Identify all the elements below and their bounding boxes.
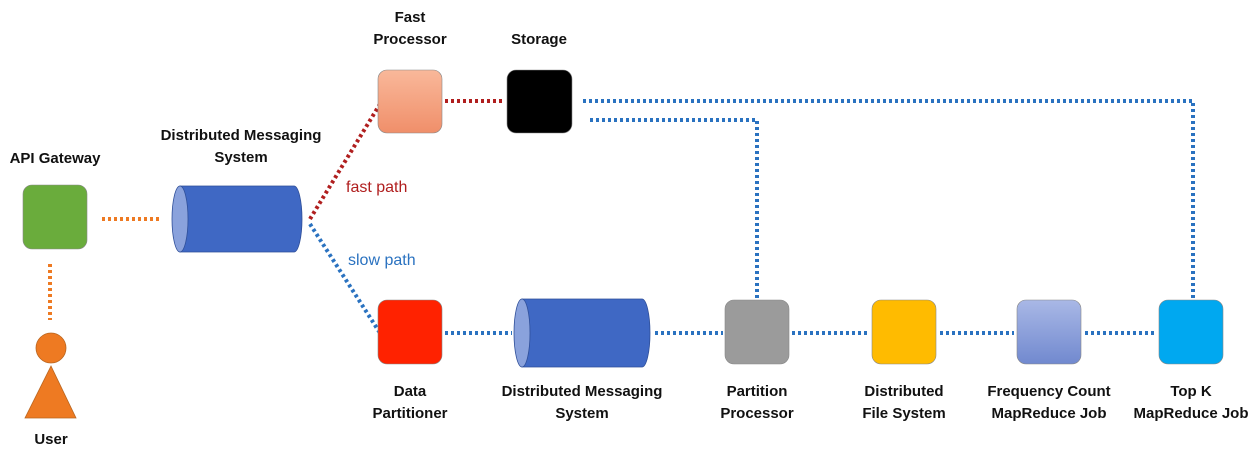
api-gateway-label: API Gateway: [10, 150, 102, 167]
fast-processor-label-line1: Fast: [395, 9, 426, 26]
distributed-fs-label-line1: Distributed: [864, 383, 943, 400]
partition-processor-node: [724, 299, 790, 365]
data-partitioner-node: [377, 299, 443, 365]
distributed-fs-label-line2: File System: [862, 405, 945, 422]
fast-path-label: fast path: [346, 179, 407, 196]
fast-processor-label-line2: Processor: [373, 31, 447, 48]
messaging-top-label-line2: System: [214, 149, 267, 166]
top-k-node: [1158, 299, 1224, 365]
fast-path-connector: [308, 102, 382, 221]
topk-to-storage-connector: [582, 99, 1195, 298]
api-gateway-node: [22, 184, 88, 250]
messaging-system-bottom-cylinder: [513, 298, 651, 368]
frequency-count-label-line1: Frequency Count: [987, 383, 1110, 400]
frequency-count-label-line2: MapReduce Job: [991, 405, 1106, 422]
user-label: User: [34, 431, 68, 448]
messaging-top-label-line1: Distributed Messaging: [161, 127, 322, 144]
fast-processor-node: [377, 69, 443, 134]
storage-label: Storage: [511, 31, 567, 48]
frequency-count-node: [1016, 299, 1082, 365]
top-k-label-line1: Top K: [1170, 383, 1212, 400]
partition-processor-label-line2: Processor: [720, 405, 794, 422]
data-partitioner-label-line2: Partitioner: [372, 405, 447, 422]
messaging-bottom-label-line1: Distributed Messaging: [502, 383, 663, 400]
slow-path-connector: [308, 222, 382, 335]
top-k-label-line2: MapReduce Job: [1133, 405, 1248, 422]
storage-node: [506, 69, 573, 134]
partition-processor-to-storage-connector: [588, 118, 759, 298]
slow-path-label: slow path: [348, 252, 416, 269]
messaging-bottom-label-line2: System: [555, 405, 608, 422]
messaging-system-top-cylinder: [171, 185, 303, 253]
data-partitioner-label-line1: Data: [394, 383, 427, 400]
user-icon: [24, 332, 77, 419]
distributed-file-system-node: [871, 299, 937, 365]
partition-processor-label-line1: Partition: [727, 383, 788, 400]
